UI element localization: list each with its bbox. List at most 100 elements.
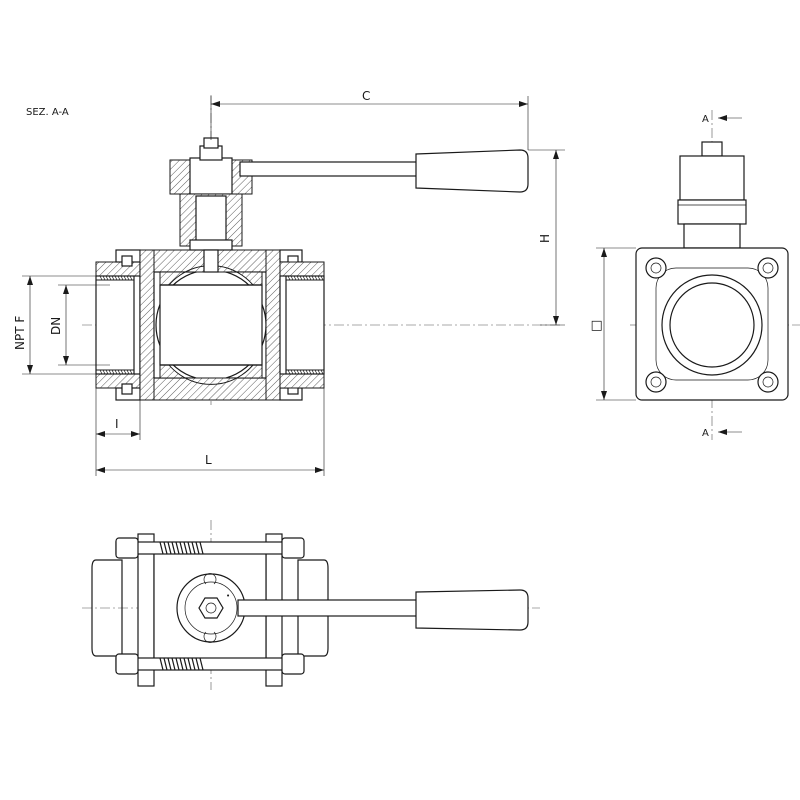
thread-tick bbox=[117, 369, 121, 375]
thread-tick bbox=[314, 369, 318, 375]
thread-tick bbox=[126, 275, 130, 281]
thread-tick bbox=[293, 369, 297, 375]
thread-tick bbox=[290, 275, 294, 281]
dim-h-label: H bbox=[538, 234, 552, 243]
rod-thread-tick bbox=[183, 541, 188, 555]
rod-thread-tick bbox=[199, 657, 204, 671]
left-flange bbox=[115, 249, 155, 401]
dim-c-label: C bbox=[362, 89, 370, 103]
thread-tick bbox=[111, 275, 115, 281]
section-mark-bottom: A bbox=[702, 428, 742, 439]
front-section-view: C H NPT F DN bbox=[13, 89, 565, 476]
dimension-dn: DN bbox=[49, 284, 110, 366]
tie-rods bbox=[115, 537, 305, 675]
thread-tick bbox=[287, 275, 291, 281]
right-end-connector bbox=[279, 261, 325, 389]
thread-tick bbox=[111, 369, 115, 375]
valve-body bbox=[153, 249, 267, 401]
section-mark-top-label: A bbox=[702, 114, 709, 125]
stem-marking: • bbox=[226, 592, 230, 600]
rod-thread-tick bbox=[171, 657, 176, 671]
thread-tick bbox=[114, 369, 118, 375]
rod-thread-tick bbox=[195, 541, 200, 555]
thread-lines bbox=[99, 275, 324, 375]
rod-thread-tick bbox=[163, 541, 168, 555]
section-mark-top: A bbox=[702, 114, 742, 125]
dimension-i: I bbox=[95, 388, 141, 440]
dimension-square: □ bbox=[589, 247, 636, 401]
dimension-npt: NPT F bbox=[13, 275, 96, 375]
thread-tick bbox=[302, 369, 306, 375]
thread-tick bbox=[302, 275, 306, 281]
top-view: • bbox=[82, 520, 540, 690]
thread-tick bbox=[308, 275, 312, 281]
thread-tick bbox=[314, 275, 318, 281]
thread-tick bbox=[296, 275, 300, 281]
thread-tick bbox=[290, 369, 294, 375]
rod-thread-tick bbox=[167, 541, 172, 555]
rod-thread-tick bbox=[175, 541, 180, 555]
thread-tick bbox=[105, 275, 109, 281]
rod-thread-tick bbox=[187, 657, 192, 671]
thread-tick bbox=[129, 369, 133, 375]
dim-square-label: □ bbox=[589, 320, 604, 332]
left-end-connector bbox=[95, 261, 141, 389]
dim-npt-label: NPT F bbox=[13, 316, 27, 350]
dim-l-label: L bbox=[205, 453, 212, 467]
side-view: A A □ bbox=[589, 110, 800, 440]
thread-tick bbox=[299, 369, 303, 375]
thread-tick bbox=[108, 369, 112, 375]
rod-thread-tick bbox=[191, 541, 196, 555]
thread-tick bbox=[305, 369, 309, 375]
dimension-l: L bbox=[95, 388, 325, 476]
stem-assembly bbox=[169, 137, 253, 273]
rod-thread-tick bbox=[199, 541, 204, 555]
thread-tick bbox=[311, 369, 315, 375]
thread-tick bbox=[102, 369, 106, 375]
side-bolts bbox=[645, 257, 779, 393]
thread-tick bbox=[120, 275, 124, 281]
thread-tick bbox=[311, 275, 315, 281]
thread-tick bbox=[114, 275, 118, 281]
thread-tick bbox=[120, 369, 124, 375]
rod-thread-tick bbox=[191, 657, 196, 671]
rod-thread-tick bbox=[175, 657, 180, 671]
section-label: SEZ. A-A bbox=[26, 107, 69, 118]
dim-i-label: I bbox=[115, 417, 119, 431]
section-mark-bottom-label: A bbox=[702, 428, 709, 439]
thread-tick bbox=[287, 369, 291, 375]
thread-tick bbox=[105, 369, 109, 375]
thread-tick bbox=[108, 275, 112, 281]
thread-tick bbox=[320, 369, 324, 375]
rod-thread-tick bbox=[163, 657, 168, 671]
handle-lever bbox=[239, 149, 529, 193]
thread-tick bbox=[320, 275, 324, 281]
thread-tick bbox=[123, 275, 127, 281]
thread-tick bbox=[317, 275, 321, 281]
thread-tick bbox=[308, 369, 312, 375]
thread-tick bbox=[102, 275, 106, 281]
dimension-h: H bbox=[528, 149, 565, 326]
thread-tick bbox=[305, 275, 309, 281]
dim-dn-label: DN bbox=[49, 317, 63, 335]
thread-tick bbox=[123, 369, 127, 375]
rod-thread-tick bbox=[179, 541, 184, 555]
rod-thread-tick bbox=[167, 657, 172, 671]
dimension-c: C bbox=[210, 89, 529, 150]
thread-tick bbox=[293, 275, 297, 281]
rod-thread-tick bbox=[171, 541, 176, 555]
rod-thread-tick bbox=[195, 657, 200, 671]
rod-thread-tick bbox=[187, 541, 192, 555]
thread-tick bbox=[317, 369, 321, 375]
rod-thread-tick bbox=[179, 657, 184, 671]
thread-tick bbox=[129, 275, 133, 281]
thread-tick bbox=[99, 369, 103, 375]
thread-tick bbox=[299, 275, 303, 281]
rod-thread-tick bbox=[159, 541, 164, 555]
thread-tick bbox=[99, 275, 103, 281]
thread-tick bbox=[126, 369, 130, 375]
rod-thread-tick bbox=[159, 657, 164, 671]
thread-tick bbox=[296, 369, 300, 375]
rod-thread-tick bbox=[183, 657, 188, 671]
